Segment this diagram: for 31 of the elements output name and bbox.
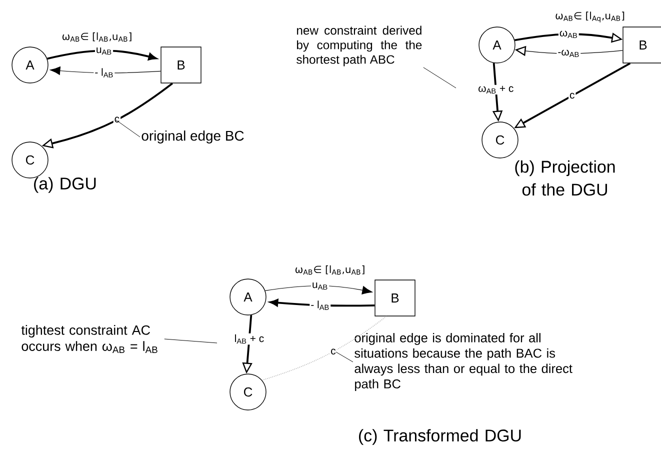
leader-line <box>423 67 456 88</box>
edge-label: ω$_{AB}$ + c <box>477 84 515 95</box>
edge-label: -ω$_{AB}$ <box>556 48 581 58</box>
annotation-text: original edge is dominated for all situations because the path BAC is always less than or equal to the direct path BC <box>354 333 572 391</box>
arrow <box>270 299 375 307</box>
edge-label: u$_{AB}$ <box>311 281 330 291</box>
edge-label: u$_{AB}$ <box>94 46 114 56</box>
caption: (c) Transformed DGU <box>359 429 521 445</box>
leader-line <box>164 338 218 344</box>
annotation-text: tightest constraint AC occurs when ω$_{AB}$ = l$_{AB}$ <box>21 324 158 353</box>
annotation-text: new constraint derived by computing the the shortest path ABC <box>296 26 422 66</box>
edge-label: c <box>568 92 576 100</box>
leader-line <box>336 352 354 362</box>
edge-label: l$_{AB}$ + c <box>233 333 266 345</box>
interval-label: ω$_{AB}$∈ [l$_{AB}$,u$_{AB}$] <box>295 265 364 275</box>
caption: (a) DGU <box>34 177 96 193</box>
arrow <box>50 66 161 75</box>
node-box: B <box>374 280 416 316</box>
edge-label: ω$_{AB}$ <box>558 30 579 40</box>
leader-line <box>116 120 140 138</box>
node-box: B <box>160 46 202 84</box>
edge-label: - l$_{AB}$ <box>94 67 115 78</box>
edge-label: c <box>330 348 337 356</box>
annotation-text: original edge BC <box>142 130 244 144</box>
node-box: B <box>622 26 661 64</box>
arrow <box>47 50 157 60</box>
edge-label: - l$_{AB}$ <box>310 300 331 311</box>
interval-label: ω$_{AB}$∈ [l$_{AB}$,u$_{AB}$] <box>62 32 132 42</box>
interval-label: ω$_{AB}$∈ [l$_{Aq}$,u$_{AB}$] <box>556 12 624 22</box>
arrow <box>264 285 372 294</box>
caption: (b) Projection of the DGU <box>515 160 615 196</box>
